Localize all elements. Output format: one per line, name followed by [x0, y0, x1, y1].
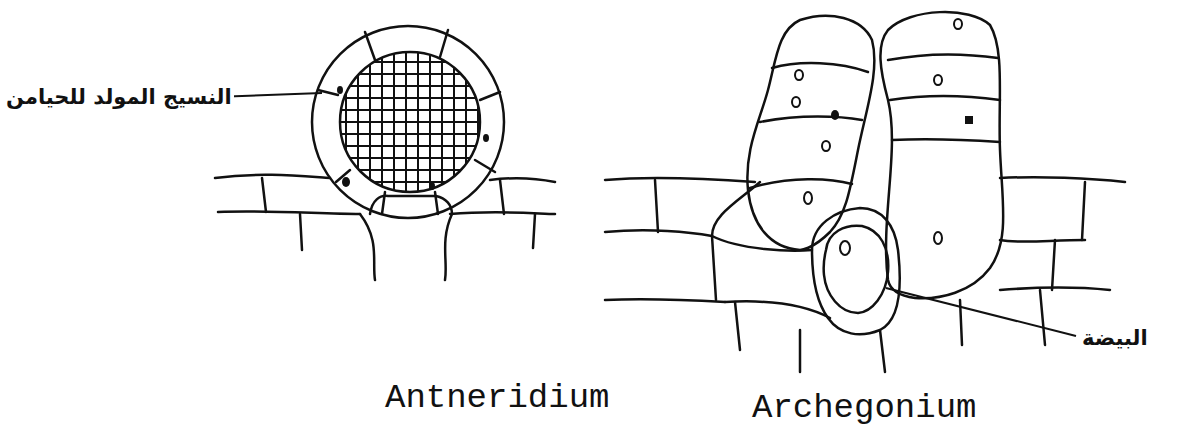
- part-label: البيضة: [1080, 326, 1150, 350]
- part-label: النسيج المولد للحيامن: [4, 85, 234, 109]
- structure-title: Antneridium: [383, 379, 611, 417]
- structure-title: Archegonium: [750, 389, 978, 427]
